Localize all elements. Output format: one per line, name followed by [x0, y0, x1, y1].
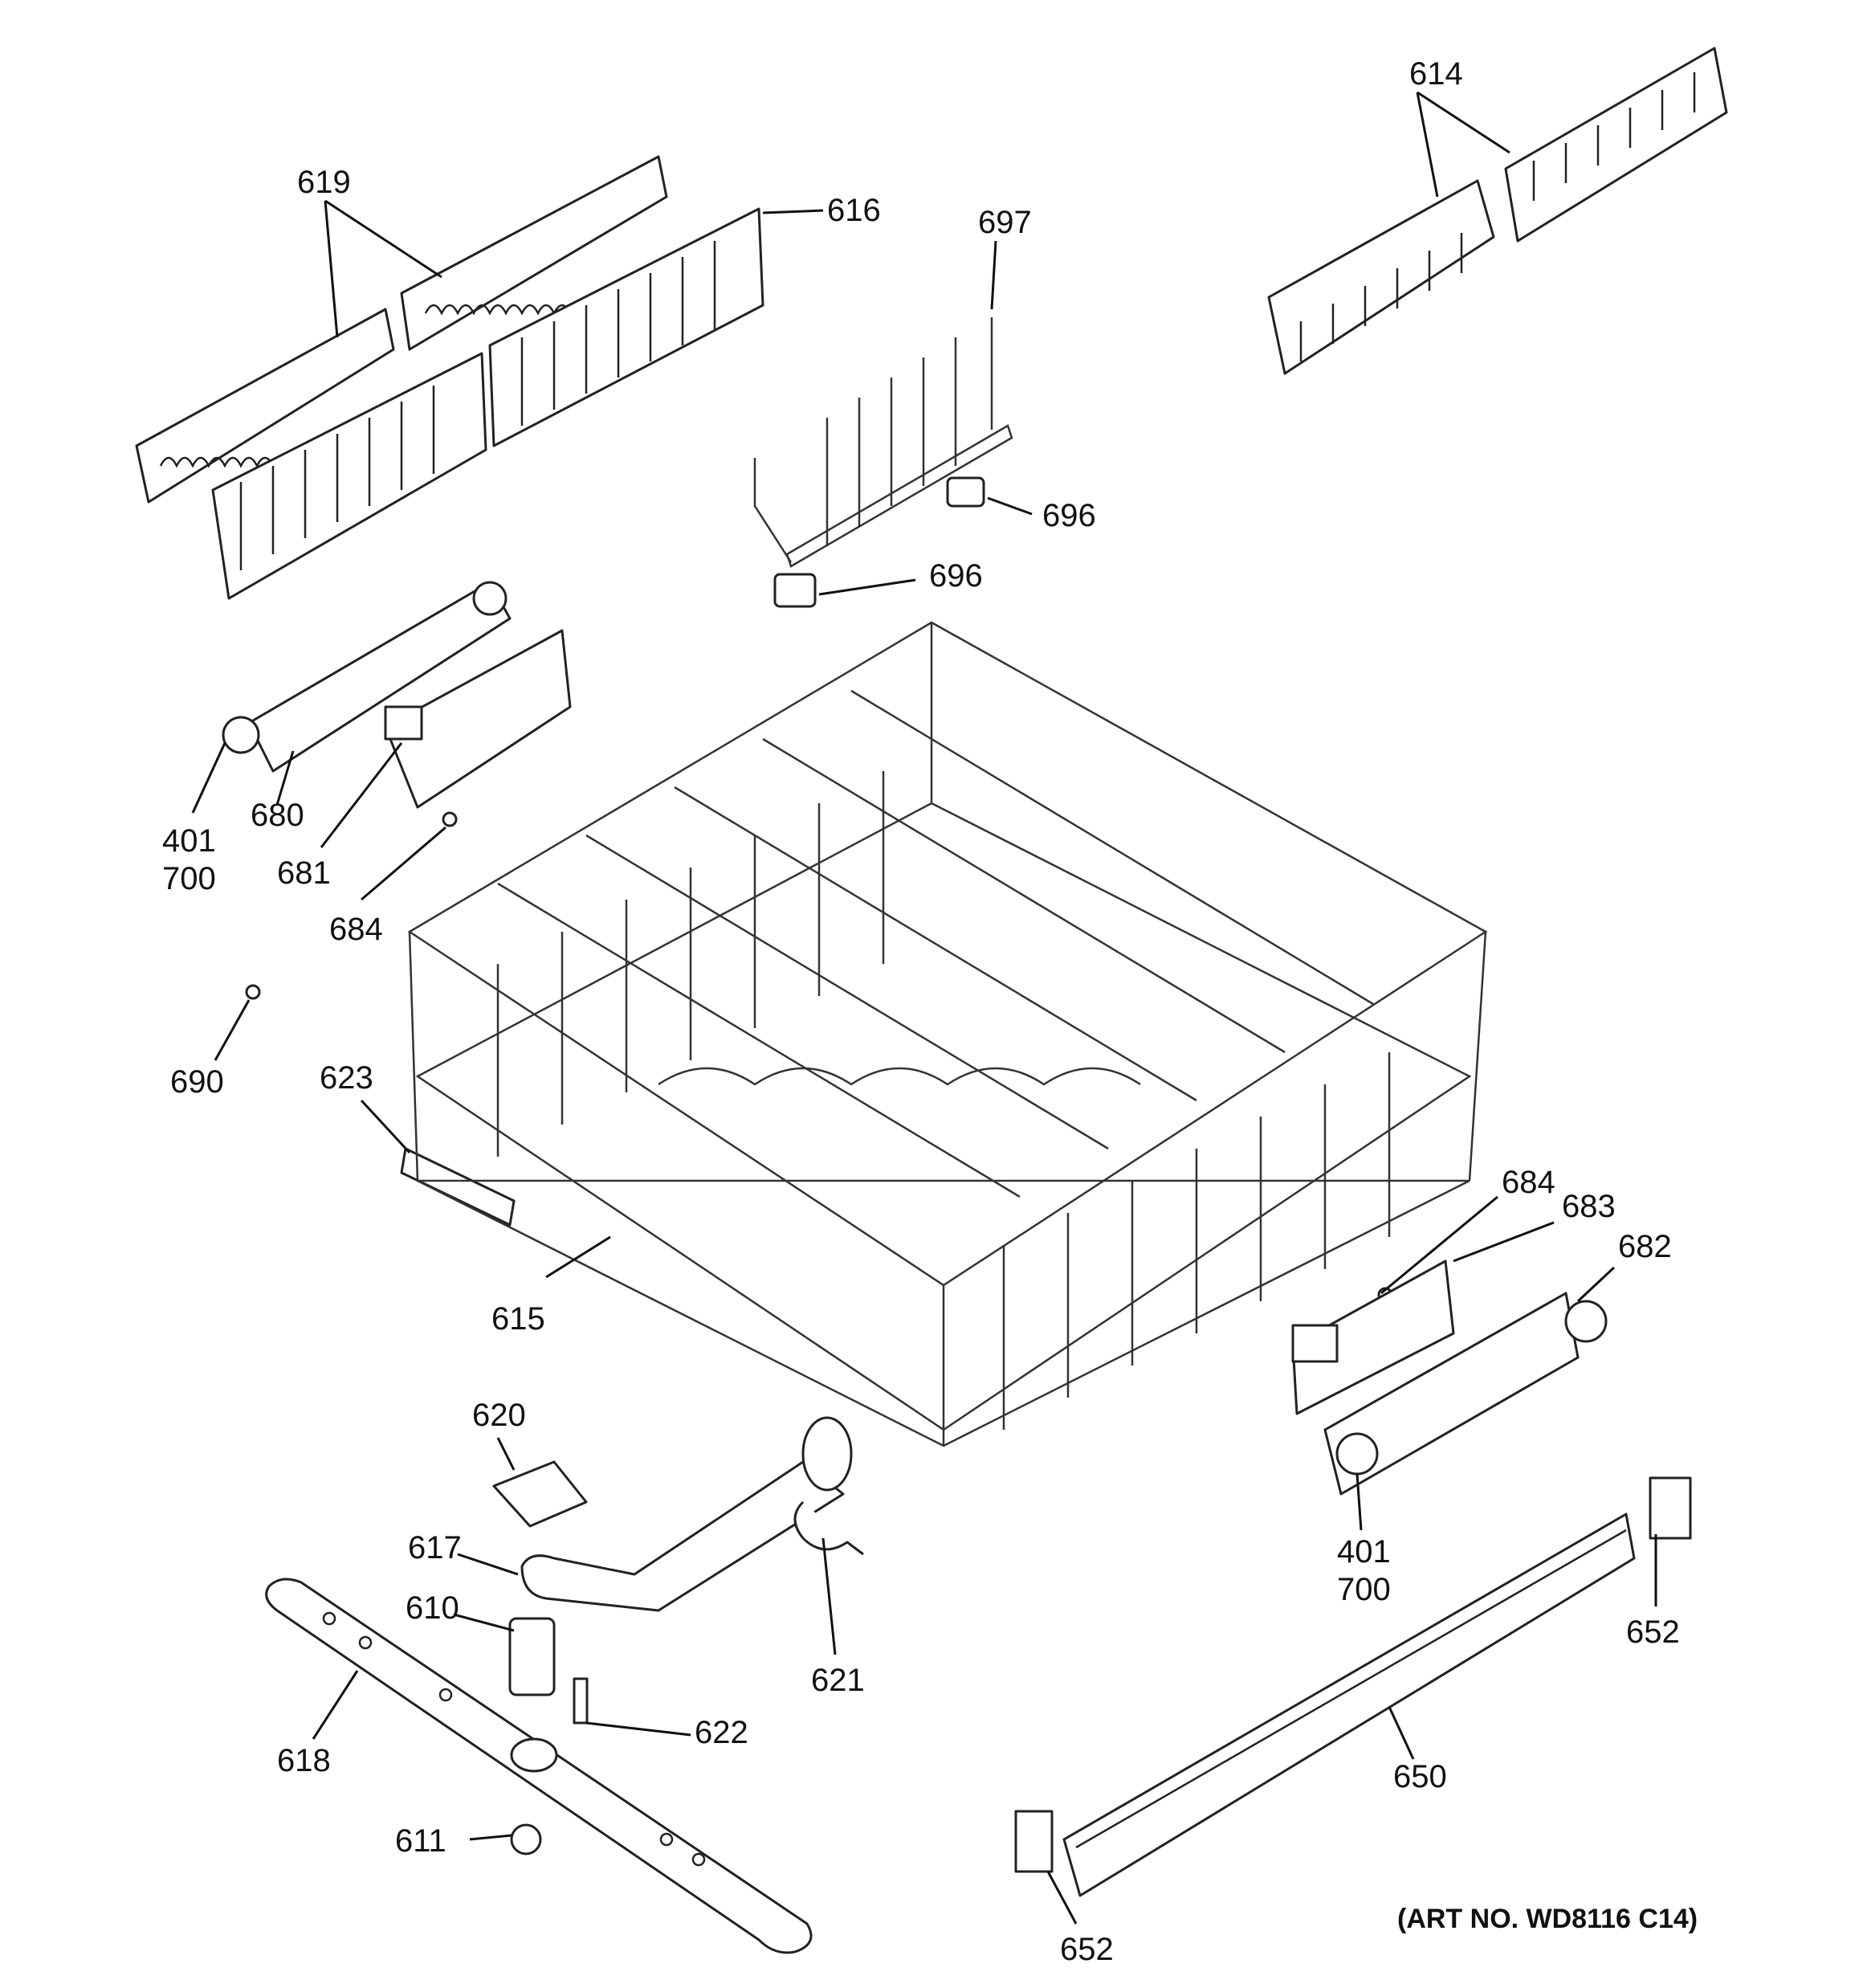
- callout-614: 614: [1409, 56, 1463, 92]
- callout-619: 619: [297, 165, 351, 200]
- screw-690: [245, 984, 261, 1000]
- feed-tube-617: [520, 1416, 853, 1612]
- cup-shelf-614: [1267, 47, 1728, 375]
- end-cap-652-right: [1649, 1476, 1692, 1540]
- callout-610: 610: [406, 1590, 459, 1626]
- callout-690: 690: [170, 1064, 224, 1100]
- callout-683: 683: [1562, 1189, 1616, 1224]
- callout-618: 618: [277, 1743, 331, 1778]
- callout-401-left: 401: [162, 823, 216, 859]
- callout-696-upper: 696: [1042, 498, 1096, 533]
- callout-615: 615: [491, 1301, 545, 1337]
- callout-616: 616: [827, 193, 881, 228]
- hub-610: [508, 1617, 556, 1696]
- clip-623: [400, 1147, 516, 1227]
- washer-611: [510, 1823, 542, 1855]
- callout-652-left: 652: [1060, 1932, 1114, 1967]
- callout-684-right: 684: [1502, 1165, 1555, 1200]
- track-650: [1062, 1512, 1636, 1897]
- callout-700-left: 700: [162, 861, 216, 896]
- callout-681: 681: [277, 855, 331, 891]
- callout-700-right: 700: [1337, 1572, 1391, 1607]
- screw-622: [573, 1677, 589, 1725]
- rack-divider-616: [211, 207, 764, 600]
- rail-682: [1323, 1292, 1608, 1496]
- callout-622: 622: [695, 1715, 748, 1750]
- spray-arm-618: [265, 1578, 813, 1954]
- callout-611: 611: [395, 1823, 446, 1859]
- callout-650: 650: [1393, 1759, 1447, 1794]
- callout-401-right: 401: [1337, 1534, 1391, 1570]
- end-cap-652-left: [1014, 1810, 1054, 1873]
- callout-621: 621: [811, 1663, 865, 1698]
- clip-696-upper: [946, 476, 985, 508]
- cap-620: [492, 1460, 588, 1528]
- screw-684-left: [442, 811, 458, 827]
- rail-680: [222, 581, 512, 773]
- callout-623: 623: [320, 1060, 373, 1096]
- callout-684-left: 684: [329, 912, 383, 947]
- callout-697: 697: [978, 205, 1032, 240]
- callout-682: 682: [1618, 1229, 1672, 1264]
- leader-lines: [191, 91, 1657, 1925]
- bracket-681: [384, 629, 572, 809]
- callout-696-lower: 696: [929, 558, 983, 594]
- callout-680: 680: [251, 798, 304, 833]
- callout-620: 620: [472, 1398, 526, 1433]
- upper-rack-615: [407, 621, 1488, 1447]
- tine-row-697: [753, 317, 1013, 568]
- art-number: (ART NO. WD8116 C14): [1397, 1904, 1698, 1934]
- clip-696-lower: [773, 573, 817, 608]
- callout-617: 617: [408, 1530, 462, 1565]
- cup-shelf-619: [135, 155, 668, 504]
- clamp-621: [793, 1500, 864, 1556]
- bracket-683: [1291, 1259, 1455, 1415]
- callout-652-right: 652: [1626, 1614, 1680, 1650]
